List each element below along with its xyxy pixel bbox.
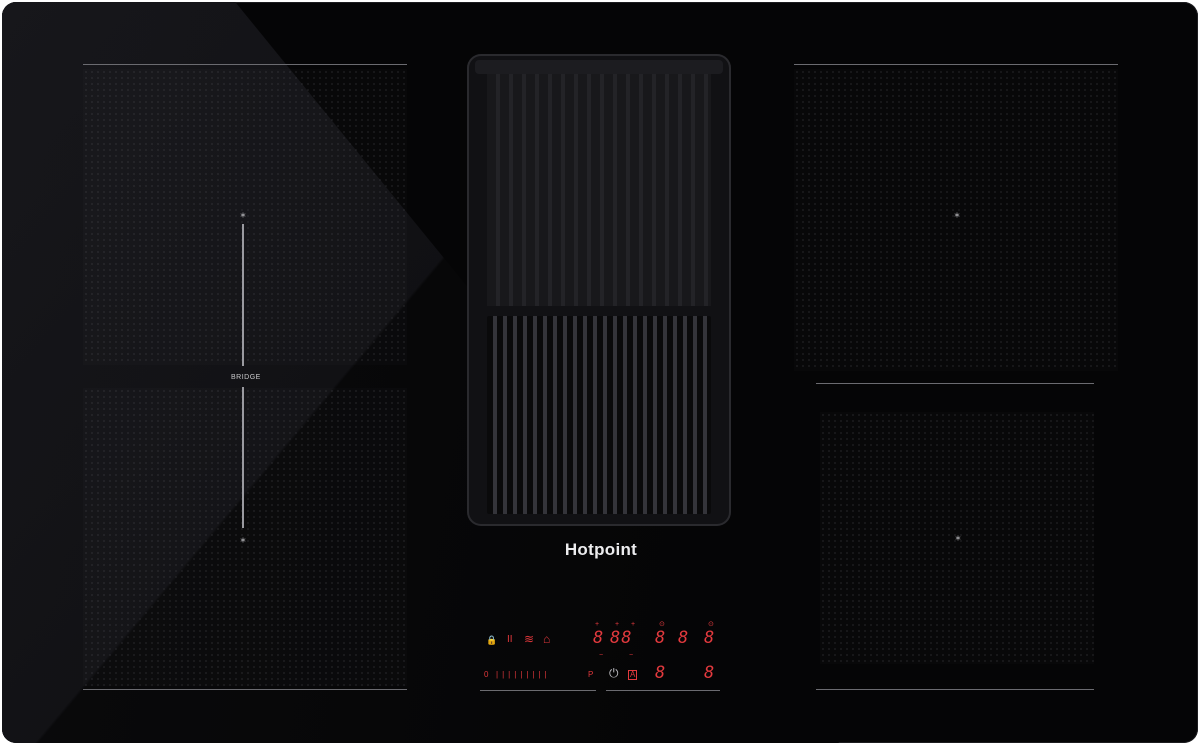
- plus-3[interactable]: +: [631, 621, 636, 628]
- zone-marker-left-bottom: ⁎: [240, 533, 246, 545]
- display-6: 8: [655, 663, 667, 683]
- zone-marker-right-top: ⁎: [954, 208, 960, 220]
- slider-start-label: 0: [484, 670, 489, 679]
- lock-icon[interactable]: 🔒: [486, 635, 498, 645]
- display-2: 88: [610, 628, 633, 648]
- extractor-grill: [487, 316, 711, 514]
- zone-marker-left-top: ⁎: [240, 208, 246, 220]
- cooking-zone-left-top[interactable]: [83, 69, 407, 365]
- pause-icon[interactable]: II: [507, 634, 513, 645]
- display-7: 8: [704, 663, 716, 683]
- left-zone-top-line: [83, 64, 407, 65]
- slider-underline-left: [480, 690, 596, 691]
- left-zone-bottom-line: [83, 689, 407, 690]
- timer-mark-1[interactable]: ⊙: [659, 621, 665, 628]
- zone-marker-right-bottom: ⁎: [955, 531, 961, 543]
- slider-underline-right: [606, 690, 720, 691]
- bridge-divider-top: [242, 224, 244, 366]
- extractor-cover-ribs: [487, 74, 711, 306]
- bridge-divider-bottom: [242, 387, 244, 528]
- plus-1[interactable]: +: [595, 621, 600, 628]
- timer-mark-2[interactable]: ⊙: [708, 621, 714, 628]
- extractor-handle[interactable]: [475, 60, 723, 74]
- minus-1[interactable]: −: [599, 652, 604, 659]
- auto-badge[interactable]: A: [628, 670, 638, 680]
- brand-logo: Hotpoint: [564, 540, 638, 559]
- pot-icon[interactable]: ⌂: [543, 632, 551, 646]
- bridge-label: BRIDGE: [231, 374, 261, 381]
- plus-2[interactable]: +: [615, 621, 620, 628]
- power-slider[interactable]: |||||||||: [496, 670, 551, 679]
- slider-end-label: P: [588, 670, 594, 679]
- downdraft-extractor: [467, 54, 731, 526]
- cooking-zone-right-top[interactable]: [794, 69, 1118, 371]
- display-1: 8: [593, 628, 605, 648]
- minus-2[interactable]: −: [629, 652, 634, 659]
- power-icon[interactable]: ⏻: [609, 666, 619, 680]
- right-bottom-zone-line: [816, 383, 1094, 384]
- cooking-zone-left-bottom[interactable]: [83, 388, 407, 686]
- display-4: 8: [678, 628, 690, 648]
- right-top-zone-line: [794, 64, 1118, 65]
- heat-icon[interactable]: ≋: [524, 632, 535, 646]
- right-bottom-zone-base-line: [816, 689, 1094, 690]
- cooking-zone-right-bottom[interactable]: [820, 412, 1094, 664]
- display-3: 8: [655, 628, 667, 648]
- display-5: 8: [704, 628, 716, 648]
